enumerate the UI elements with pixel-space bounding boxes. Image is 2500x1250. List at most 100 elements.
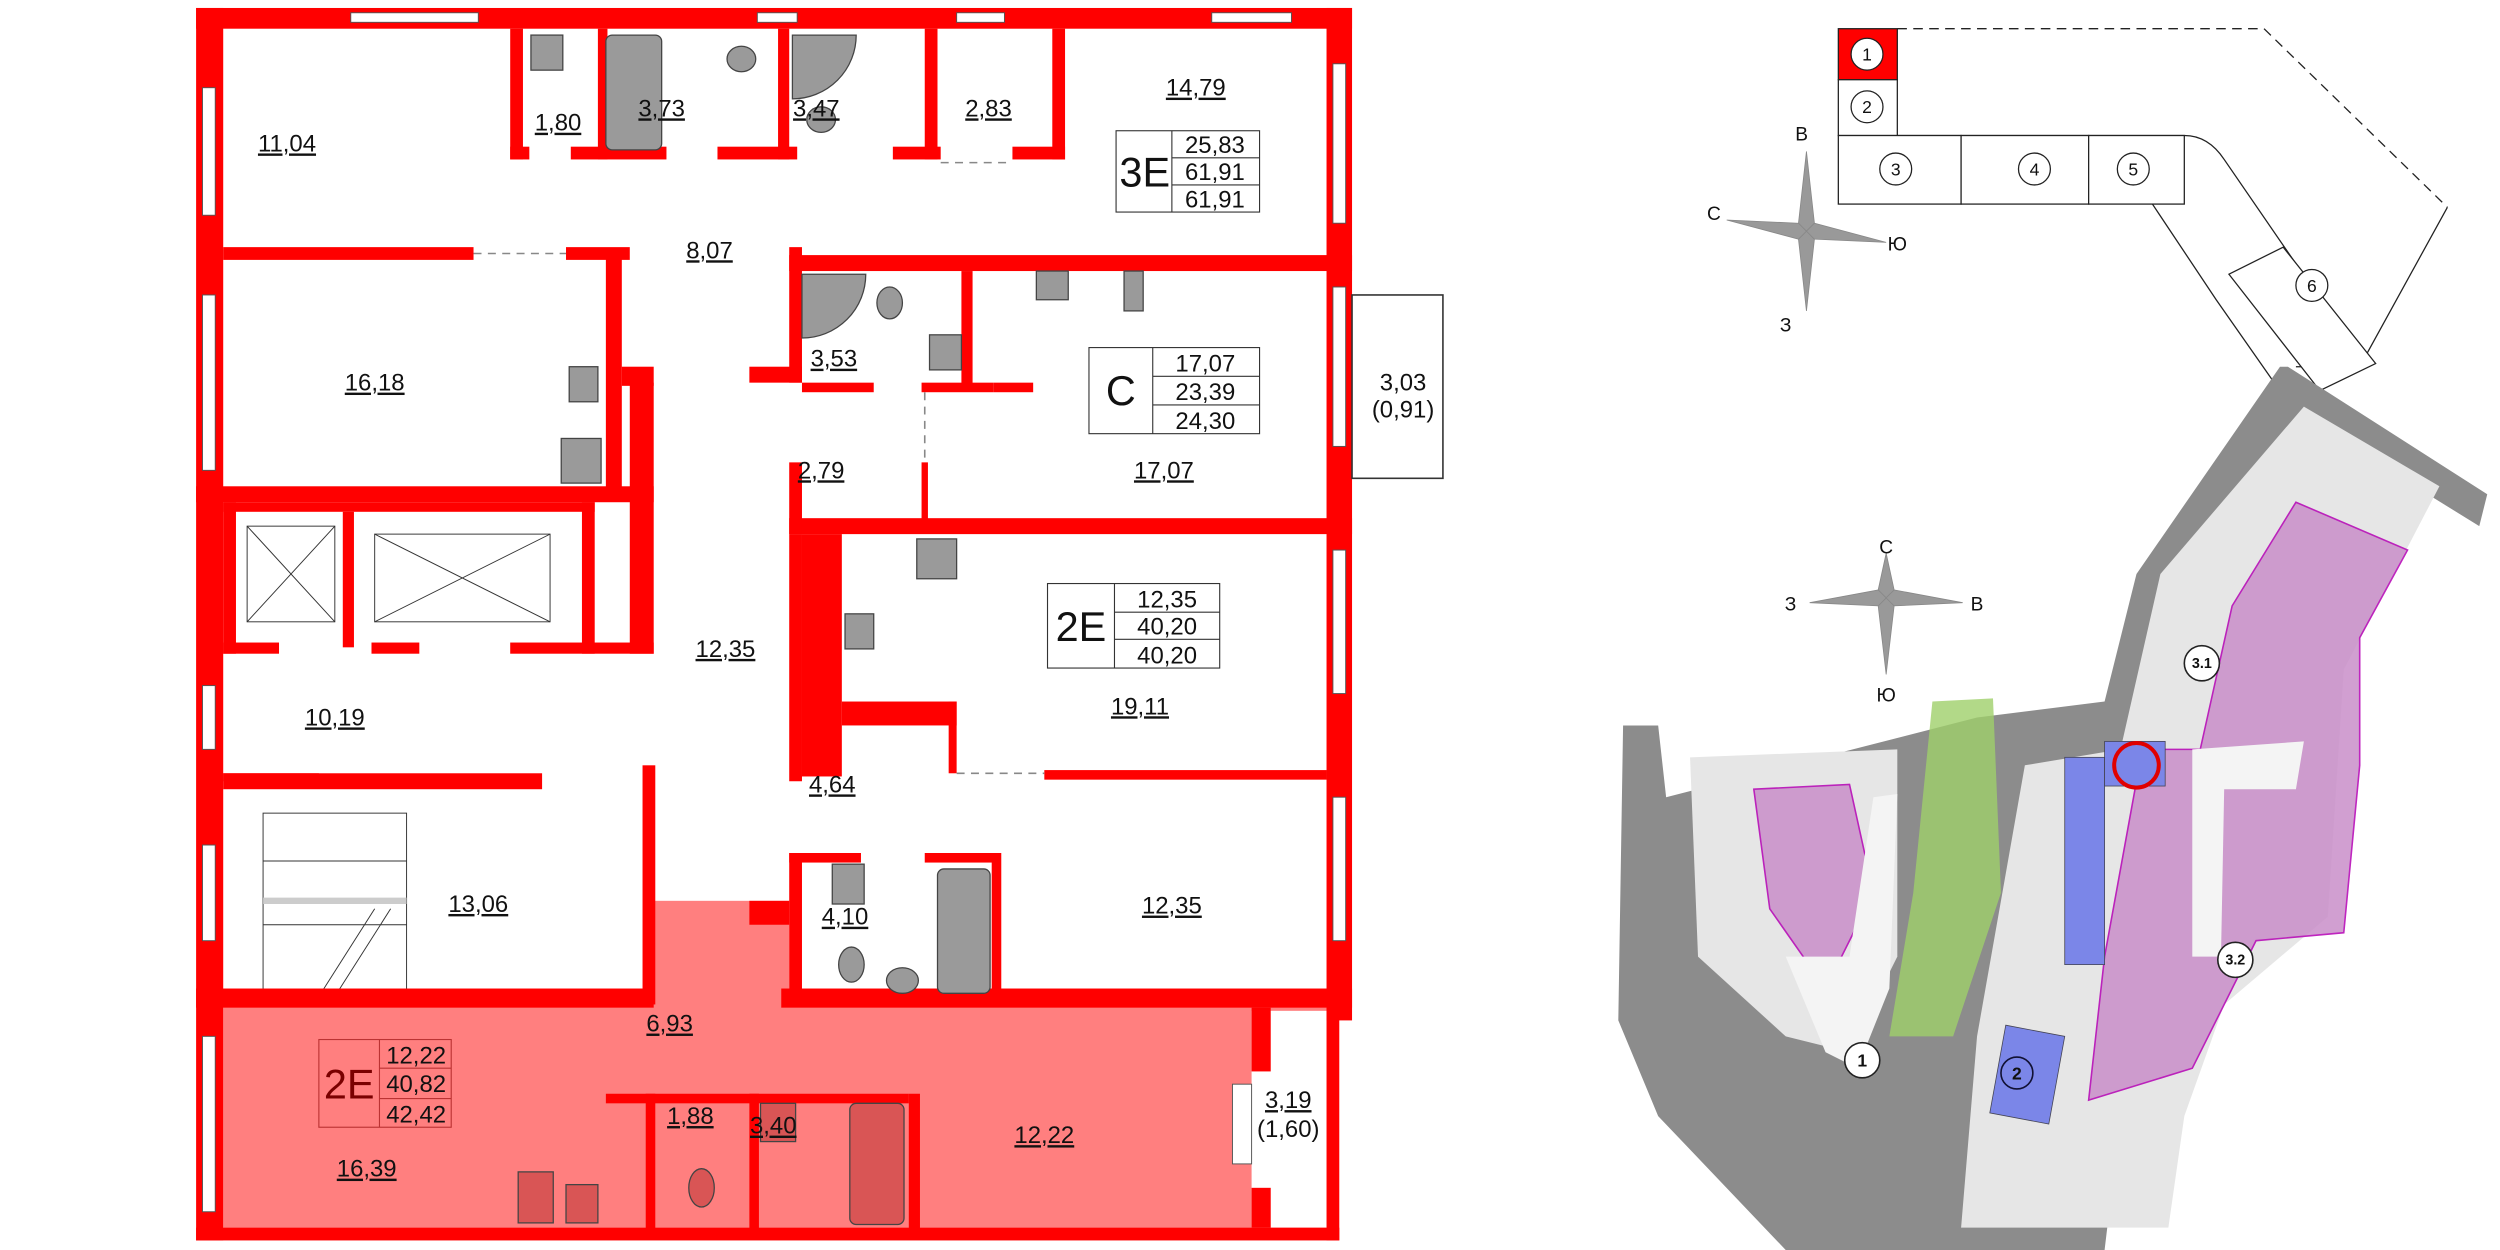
- building-label-3-2[interactable]: 3.2: [2216, 941, 2254, 979]
- sink-icon: [844, 613, 875, 650]
- compass-label-east: В: [1971, 595, 1984, 616]
- room-area: 6,93: [646, 1011, 693, 1038]
- section-5[interactable]: 5: [2088, 134, 2185, 205]
- living-area: 17,07: [1175, 350, 1235, 377]
- walls: [196, 7, 1444, 1241]
- compass-rose-icon: С З В Ю: [1785, 537, 1984, 706]
- bathtub-icon: [849, 1102, 905, 1226]
- apartment-type: С: [1106, 367, 1136, 414]
- compass-label-south: Ю: [1888, 234, 1907, 255]
- shower-icon: [791, 34, 857, 100]
- sanitary-fixtures: [517, 34, 1144, 1226]
- bathtub-icon: [605, 34, 663, 151]
- room-area: 2,79: [798, 457, 845, 484]
- stove-icon: [1123, 270, 1144, 312]
- compass-label-south: Ю: [1876, 686, 1895, 707]
- room-area: 16,39: [337, 1156, 397, 1183]
- compass-rose-icon: В С Ю З: [1707, 124, 1907, 336]
- room-area: 3,53: [811, 346, 858, 373]
- balcony-area: 3,03: [1380, 370, 1427, 397]
- apartment-card-c[interactable]: С 17,07 23,39 24,30: [1088, 347, 1261, 435]
- room-area: 12,35: [696, 636, 756, 663]
- section-1[interactable]: 1: [1837, 28, 1898, 81]
- living-area: 12,22: [386, 1042, 446, 1069]
- toilet-icon: [726, 45, 757, 73]
- building-number: 2: [2012, 1063, 2022, 1083]
- building-number: 1: [1857, 1051, 1867, 1071]
- sink-icon: [565, 1183, 599, 1224]
- section-3[interactable]: 3: [1837, 134, 1962, 205]
- toilet-icon: [876, 286, 904, 320]
- total-area: 23,39: [1175, 379, 1235, 406]
- stove-icon: [560, 437, 602, 484]
- compass-label-north: С: [1879, 537, 1893, 558]
- washing-machine-icon: [831, 863, 865, 905]
- washing-machine-icon: [928, 334, 963, 371]
- room-area-labels: 11,04 1,80 3,73 3,47 2,83 14,79 8,07 16,…: [258, 75, 1434, 1183]
- living-area: 12,35: [1137, 586, 1197, 613]
- toilet-icon: [806, 106, 837, 133]
- room-area: 11,04: [258, 130, 316, 157]
- room-area: 13,06: [448, 891, 508, 918]
- total-area: 40,82: [386, 1071, 446, 1098]
- apartment-card-2e[interactable]: 2E 12,35 40,20 40,20: [1046, 582, 1221, 670]
- site-plan: 1 2 3.1 3.2: [1618, 366, 2488, 1250]
- room-area: 14,79: [1166, 75, 1226, 102]
- toilet-icon: [688, 1168, 715, 1208]
- toilet-icon: [838, 946, 865, 983]
- room-area: 3,47: [793, 95, 840, 122]
- apartment-type: 2E: [324, 1061, 375, 1108]
- apartment-type: 2E: [1056, 603, 1107, 650]
- total-area-with-balcony: 42,42: [386, 1101, 446, 1128]
- apartment-card-3e[interactable]: 3E 25,83 61,91 61,91: [1115, 130, 1261, 214]
- living-area: 25,83: [1185, 132, 1245, 159]
- stair-icon: [262, 812, 408, 997]
- room-area: 19,11: [1111, 693, 1169, 720]
- balcony-area: 3,19: [1265, 1087, 1312, 1114]
- building-label-2[interactable]: 2: [2000, 1056, 2034, 1090]
- building-number: 3.1: [2192, 656, 2212, 672]
- sink-icon: [1035, 270, 1069, 301]
- room-area: 12,35: [1142, 893, 1202, 920]
- room-area: 1,80: [535, 110, 582, 137]
- building-highlight: [2064, 756, 2105, 966]
- svg-text:4: 4: [2030, 159, 2040, 179]
- svg-text:1: 1: [1862, 45, 1872, 65]
- key-plan: 1 2 3 4 5 6: [1837, 28, 2448, 392]
- svg-text:6: 6: [2307, 276, 2317, 296]
- room-area: 2,83: [965, 95, 1012, 122]
- room-area: 17,07: [1134, 457, 1194, 484]
- room-area: 3,73: [638, 95, 685, 122]
- balcony-area-reduced: (0,91): [1372, 397, 1434, 424]
- compass-label-east: В: [1795, 124, 1808, 145]
- section-4[interactable]: 4: [1960, 134, 2090, 205]
- section-6[interactable]: 6: [2227, 246, 2377, 392]
- room-area: 10,19: [305, 704, 365, 731]
- svg-text:2: 2: [1862, 97, 1872, 117]
- washing-machine-icon: [530, 34, 564, 71]
- building-label-1[interactable]: 1: [1843, 1041, 1881, 1079]
- section-2[interactable]: 2: [1837, 79, 1898, 137]
- total-area: 40,20: [1137, 614, 1197, 641]
- building-number: 3.2: [2225, 953, 2245, 969]
- shower-icon: [801, 273, 867, 339]
- svg-text:3: 3: [1891, 159, 1901, 179]
- apartment-card-2e-selected[interactable]: 2E 12,22 40,82 42,42: [318, 1038, 452, 1129]
- total-area-with-balcony: 40,20: [1137, 642, 1197, 669]
- building-label-3-1[interactable]: 3.1: [2183, 644, 2221, 682]
- washing-machine-icon: [759, 1102, 797, 1143]
- room-area: 1,88: [667, 1103, 714, 1130]
- current-section-marker: [2112, 740, 2161, 790]
- room-area: 8,07: [686, 237, 733, 264]
- balcony-area-reduced: (1,60): [1257, 1116, 1319, 1143]
- total-area-with-balcony: 24,30: [1175, 408, 1235, 435]
- svg-text:5: 5: [2128, 159, 2138, 179]
- sink-icon: [568, 366, 599, 403]
- compass-label-west: З: [1785, 595, 1797, 616]
- room-area: 3,40: [750, 1113, 797, 1140]
- bathtub-icon: [936, 868, 991, 994]
- total-area-with-balcony: 61,91: [1185, 186, 1245, 213]
- compass-label-west: З: [1780, 316, 1792, 337]
- sink-icon: [885, 967, 920, 994]
